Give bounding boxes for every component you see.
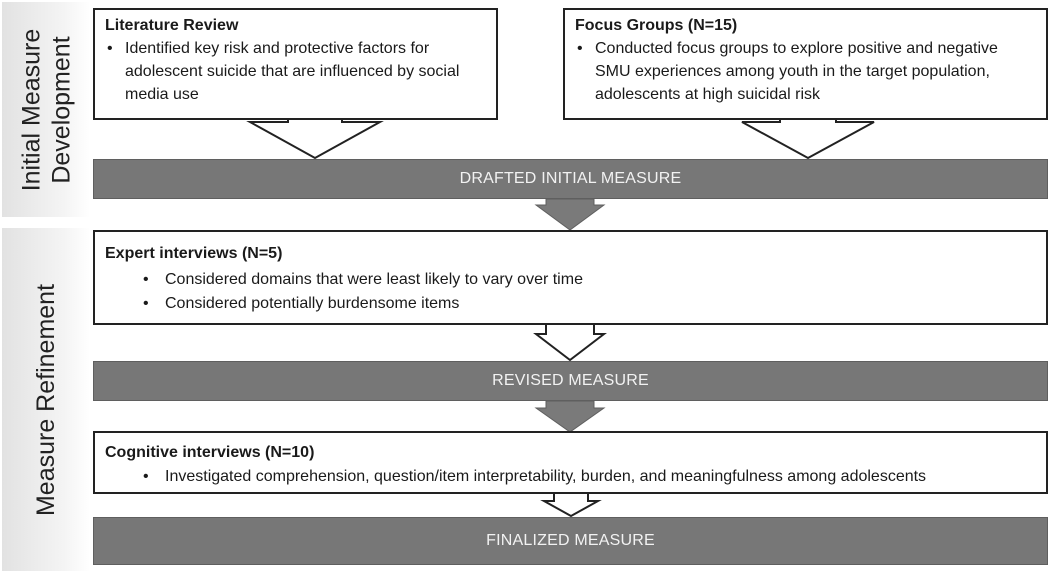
bullet-dot: • [107, 40, 113, 57]
bullet-dot: • [143, 468, 149, 485]
finalized-measure-label: FINALIZED MEASURE [486, 532, 655, 549]
focus-groups-bullet: • Conducted focus groups to explore posi… [575, 37, 1036, 106]
focus-groups-title: Focus Groups (N=15) [575, 17, 738, 34]
expert-bullet-2-text: Considered potentially burdensome items [165, 295, 460, 312]
focus-groups-line3: adolescents at high suicidal risk [595, 86, 821, 103]
arrow-focus-down [741, 117, 875, 160]
phase-label-development: Initial Measure Development [2, 2, 90, 217]
arrow-revised-down [534, 400, 606, 433]
bullet-dot: • [143, 271, 149, 288]
literature-review-line2: adolescent suicide that are influenced b… [125, 63, 460, 80]
revised-measure-bar: REVISED MEASURE [93, 361, 1048, 401]
expert-interviews-title: Expert interviews (N=5) [105, 245, 283, 262]
drafted-initial-measure-label: DRAFTED INITIAL MEASURE [459, 170, 682, 187]
focus-groups-line2: SMU experiences among youth in the targe… [595, 63, 990, 80]
expert-bullet-2: • Considered potentially burdensome item… [105, 292, 1036, 315]
cognitive-interviews-box: Cognitive interviews (N=10) • Investigat… [93, 431, 1048, 494]
literature-review-title: Literature Review [105, 17, 239, 34]
cognitive-bullet-1-text: Investigated comprehension, question/ite… [165, 468, 927, 485]
revised-measure-label: REVISED MEASURE [492, 372, 649, 389]
literature-review-bullet: • Identified key risk and protective fac… [105, 37, 486, 106]
focus-groups-box: Focus Groups (N=15) • Conducted focus gr… [563, 8, 1048, 120]
expert-bullet-1-text: Considered domains that were least likel… [165, 271, 583, 288]
phase-label-refinement: Measure Refinement [2, 228, 90, 571]
literature-review-box: Literature Review • Identified key risk … [93, 8, 498, 120]
literature-review-line3: media use [125, 86, 199, 103]
arrow-cognitive-down [540, 492, 602, 518]
arrow-literature-down [246, 117, 384, 160]
arrow-drafted-down [534, 198, 606, 231]
bullet-dot: • [577, 40, 583, 57]
cognitive-interviews-title: Cognitive interviews (N=10) [105, 444, 315, 461]
drafted-initial-measure-bar: DRAFTED INITIAL MEASURE [93, 159, 1048, 199]
expert-interviews-box: Expert interviews (N=5) • Considered dom… [93, 230, 1048, 325]
cognitive-bullet-1: • Investigated comprehension, question/i… [105, 465, 1036, 488]
finalized-measure-bar: FINALIZED MEASURE [93, 517, 1048, 565]
focus-groups-line1: Conducted focus groups to explore positi… [595, 40, 998, 57]
bullet-dot: • [143, 295, 149, 312]
literature-review-line1: Identified key risk and protective facto… [125, 40, 430, 57]
arrow-expert-down [533, 323, 607, 362]
expert-bullet-1: • Considered domains that were least lik… [105, 268, 1036, 291]
